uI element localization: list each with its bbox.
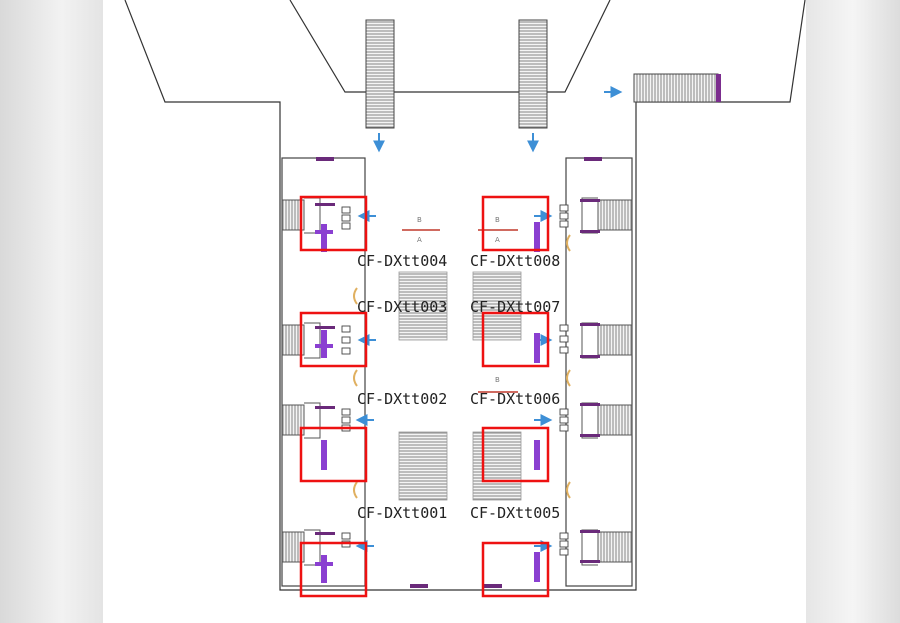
gate-mark-top-a: A — [417, 236, 422, 244]
seating-block-right-upper — [472, 271, 522, 341]
highlight-box-left-1 — [299, 195, 368, 252]
purple-marker — [716, 74, 721, 102]
platform-label-004: CF-DXtt004 — [357, 252, 447, 270]
plan-canvas — [103, 0, 806, 623]
highlight-box-left-2 — [299, 311, 368, 368]
platform-label-006: CF-DXtt006 — [470, 390, 560, 408]
equipment-markers — [315, 222, 540, 583]
seating-block-left-lower — [398, 431, 448, 501]
gate-marks: B A B A B — [417, 216, 500, 384]
stair-top-right-exit — [633, 73, 719, 103]
platform-label-003: CF-DXtt003 — [357, 298, 447, 316]
gate-mark-mid-b: B — [495, 376, 500, 384]
highlight-box-right-3 — [481, 426, 550, 483]
purple-ticks — [315, 157, 602, 588]
gate-mark-right-a: A — [495, 236, 500, 244]
stair-right-1 — [597, 199, 633, 231]
stair-left-3 — [281, 404, 305, 436]
gate-mark-right-b: B — [495, 216, 500, 224]
stair-top-right — [518, 19, 548, 129]
stair-right-4 — [597, 531, 633, 563]
platform-label-001: CF-DXtt001 — [357, 504, 447, 522]
stair-right-2 — [597, 324, 633, 356]
seating-block-left-upper — [398, 271, 448, 341]
side-staircases — [281, 199, 633, 563]
highlight-box-left-3 — [299, 426, 368, 483]
highlight-box-right-4 — [481, 541, 550, 598]
entrance-stairs — [365, 19, 721, 129]
stair-left-4 — [281, 531, 305, 563]
seating-blocks — [398, 271, 522, 501]
platform-label-008: CF-DXtt008 — [470, 252, 560, 270]
stair-right-3 — [597, 404, 633, 436]
left-background-panel — [0, 0, 103, 623]
platform-label-002: CF-DXtt002 — [357, 390, 447, 408]
highlight-boxes — [299, 195, 550, 598]
right-background-panel — [806, 0, 900, 623]
signal-lines — [402, 229, 518, 393]
highlight-box-right-2 — [481, 311, 550, 368]
seating-block-right-lower — [472, 431, 522, 501]
stair-left-2 — [281, 324, 305, 356]
platform-label-005: CF-DXtt005 — [470, 504, 560, 522]
platform-label-007: CF-DXtt007 — [470, 298, 560, 316]
highlight-box-left-4 — [299, 541, 368, 598]
gate-mark-top-b: B — [417, 216, 422, 224]
stair-left-1 — [281, 199, 305, 231]
platform-labels: CF-DXtt004 CF-DXtt008 CF-DXtt003 CF-DXtt… — [357, 252, 560, 522]
highlight-box-right-1 — [481, 195, 550, 252]
platform-lamps — [353, 234, 571, 499]
stair-top-left — [365, 19, 395, 129]
